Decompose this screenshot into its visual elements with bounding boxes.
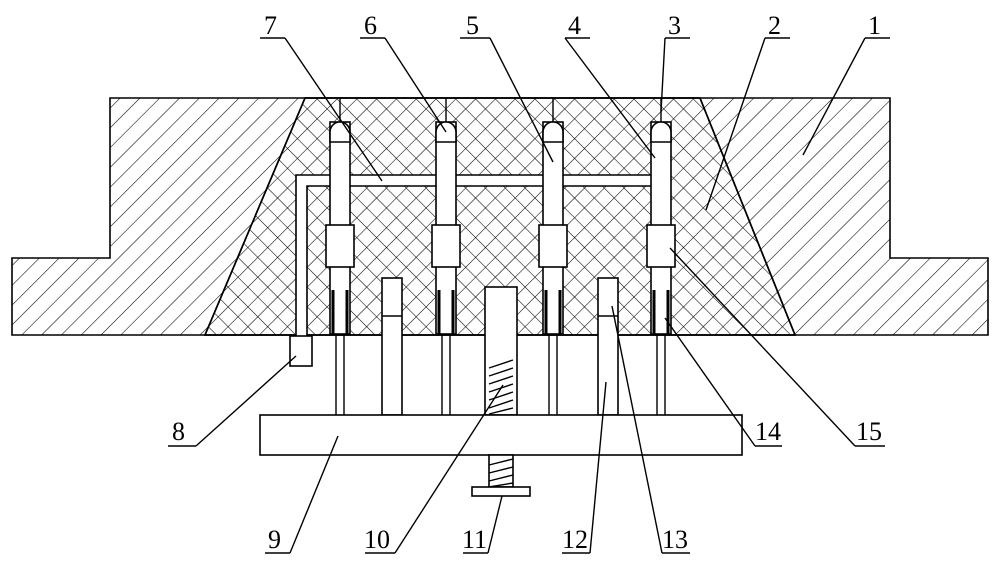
- ejector-pin-assembly-1: [326, 98, 354, 415]
- callout-12: 12: [562, 525, 588, 554]
- callout-6: 6: [364, 11, 377, 40]
- ejector-pin-assembly-4: [647, 98, 675, 415]
- guide-post-right: [598, 278, 618, 415]
- callout-11: 11: [462, 525, 487, 554]
- callout-3: 3: [668, 11, 681, 40]
- callout-7: 7: [264, 11, 277, 40]
- sensor-block: [290, 336, 312, 366]
- callout-13: 13: [662, 525, 688, 554]
- callout-9: 9: [268, 525, 281, 554]
- ejector-pin-assembly-2: [432, 98, 460, 415]
- callout-4: 4: [568, 11, 581, 40]
- callout-14: 14: [755, 417, 781, 446]
- callout-8: 8: [172, 417, 185, 446]
- callout-5: 5: [466, 11, 479, 40]
- callout-10: 10: [364, 525, 390, 554]
- guide-post-left: [382, 278, 402, 415]
- callout-15: 15: [856, 417, 882, 446]
- ejector-pin-assembly-3: [539, 98, 567, 415]
- adjusting-screw: [472, 455, 530, 496]
- callout-2: 2: [768, 11, 781, 40]
- center-screw-post: [485, 287, 517, 415]
- callout-1: 1: [868, 11, 881, 40]
